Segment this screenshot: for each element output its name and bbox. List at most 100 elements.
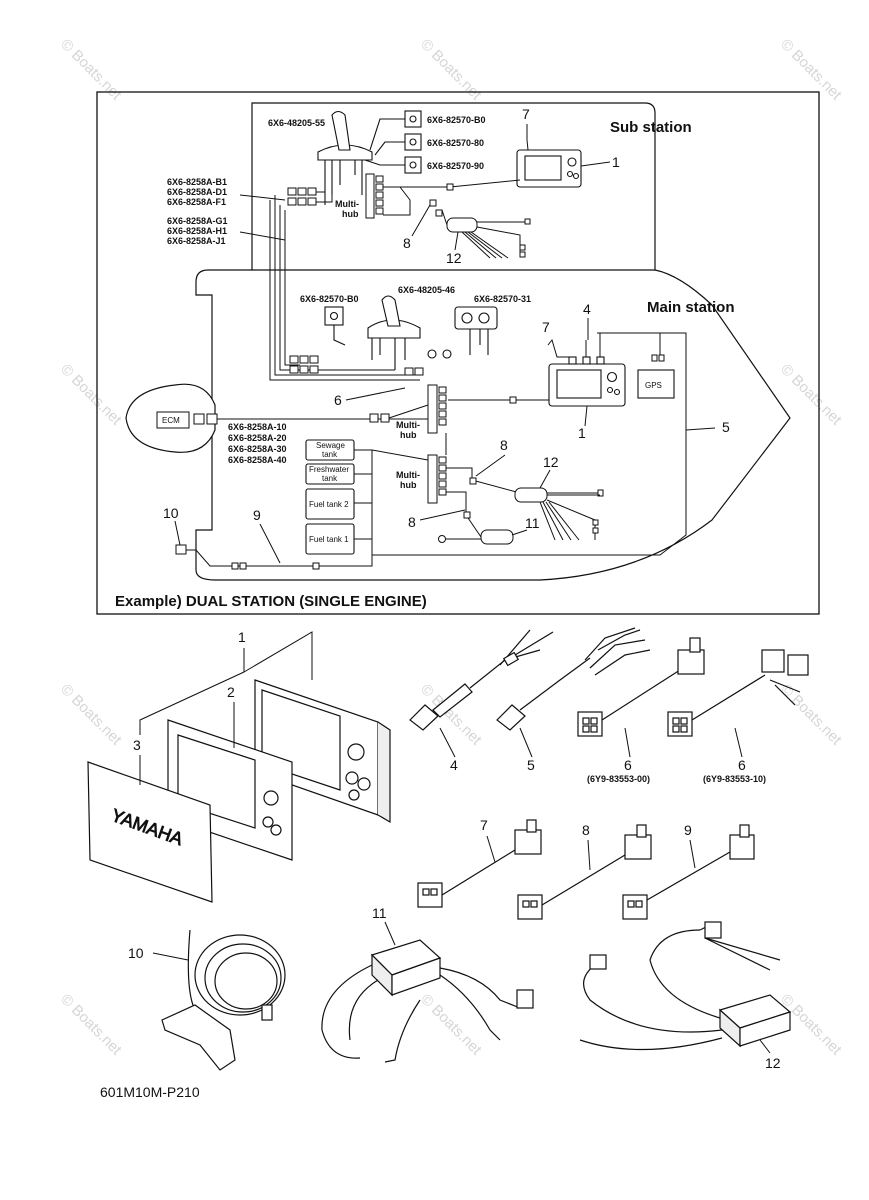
watermark: © Boats.net: [57, 991, 125, 1059]
callout-8: 8: [403, 235, 411, 251]
callout-5: 5: [527, 757, 535, 773]
tank-wires: [354, 449, 429, 555]
part-label: 6X6-8258A-D1: [167, 187, 227, 197]
main-multihub-1: [427, 384, 447, 434]
part-label: 6X6-8258A-20: [228, 433, 287, 443]
main-display: [548, 356, 626, 407]
callout-3: 3: [133, 737, 141, 753]
watermark: © Boats.net: [777, 361, 845, 429]
watermark: © Boats.net: [57, 361, 125, 429]
cable-6b: [667, 649, 809, 737]
callout-1: 1: [238, 629, 246, 645]
part-label: 6X6-8258A-G1: [167, 216, 228, 226]
callout-2: 2: [227, 684, 235, 700]
fuel-meter-cable: [175, 544, 373, 570]
sub-display: [516, 149, 582, 188]
callout-5: 5: [722, 419, 730, 435]
callout-1: 1: [578, 425, 586, 441]
callout-1: 1: [612, 154, 620, 170]
part-label: 6X6-82570-31: [474, 294, 531, 304]
multihub-label: Multi-: [396, 470, 420, 480]
part-label: 6X6-8258A-30: [228, 444, 287, 454]
part-label: 6X6-8258A-F1: [167, 197, 226, 207]
main-harness-connectors: [289, 355, 424, 376]
fuel-meter: [161, 929, 286, 1071]
trunk-lines: [269, 195, 420, 381]
callout-8: 8: [408, 514, 416, 530]
main-multihub-2: [427, 454, 447, 504]
ecm-label: ECM: [162, 416, 180, 425]
main-remote-lever: [367, 295, 421, 370]
callout-12: 12: [765, 1055, 781, 1071]
callout-7: 7: [522, 106, 530, 122]
multihub-label: hub: [400, 480, 417, 490]
watermark: © Boats.net: [417, 36, 485, 104]
sun-cover: [87, 761, 213, 903]
part-label: 6X6-8258A-10: [228, 422, 287, 432]
sub-gateway: [441, 209, 531, 259]
tank-label: Sewage: [316, 441, 345, 450]
multihub-label: Multi-: [396, 420, 420, 430]
watermark: © Boats.net: [777, 681, 845, 749]
cable-4: [409, 629, 554, 731]
main-station-label: Main station: [647, 299, 735, 316]
tank-label: Freshwater: [309, 465, 349, 474]
tank-label: tank: [322, 450, 338, 459]
cable-7: [417, 819, 542, 908]
example-frame: [96, 91, 820, 615]
main-key-switch: [427, 306, 498, 359]
part-label: 6X6-8258A-J1: [167, 236, 226, 246]
part-label: 6X6-48205-55: [268, 118, 325, 128]
callout-10: 10: [128, 945, 144, 961]
part6-b-label: (6Y9-83553-10): [703, 774, 766, 784]
part-label: 6X6-8258A-B1: [167, 177, 227, 187]
cable-6a: [577, 637, 705, 737]
callout-7: 7: [542, 319, 550, 335]
watermark: © Boats.net: [417, 991, 485, 1059]
sub-harness-connectors: [287, 187, 333, 206]
part-label: 6X6-82570-B0: [300, 294, 359, 304]
multihub-label: hub: [400, 430, 417, 440]
multihub-label: hub: [342, 209, 359, 219]
gateway-12: [579, 921, 792, 1051]
watermark: © Boats.net: [777, 36, 845, 104]
callout-9: 9: [253, 507, 261, 523]
example-title: Example) DUAL STATION (SINGLE ENGINE): [115, 593, 427, 610]
main-backbone: [372, 332, 716, 556]
callout-12: 12: [543, 454, 559, 470]
callout-8: 8: [582, 822, 590, 838]
callout-11: 11: [372, 905, 387, 921]
tank-label: Fuel tank 1: [309, 535, 349, 544]
part-label: 6X6-82570-B0: [427, 115, 486, 125]
fuel-gateway: [438, 491, 514, 545]
part6-a-label: (6Y9-83553-00): [587, 774, 650, 784]
cable-9: [622, 824, 755, 920]
main-switch: [324, 306, 346, 346]
callout-12: 12: [446, 250, 462, 266]
part-label: 6X6-8258A-H1: [167, 226, 227, 236]
part-label: 6X6-8258A-40: [228, 455, 287, 465]
drawing-code: 601M10M-P210: [100, 1084, 200, 1100]
part-label: 6X6-82570-90: [427, 161, 484, 171]
cable-5: [496, 627, 651, 731]
callout-10: 10: [163, 505, 179, 521]
callout-6: 6: [624, 757, 632, 773]
sub-multihub: [365, 173, 384, 219]
gateway-11: [321, 939, 534, 1063]
callout-7: 7: [480, 817, 488, 833]
callout-9: 9: [684, 822, 692, 838]
part-label: 6X6-82570-80: [427, 138, 484, 148]
sub-remote-lever: [317, 110, 373, 205]
watermark: © Boats.net: [57, 36, 125, 104]
multihub-label: Multi-: [335, 199, 359, 209]
sub-station-label: Sub station: [610, 119, 692, 136]
part-label: 6X6-48205-46: [398, 285, 455, 295]
tank-label: Fuel tank 2: [309, 500, 349, 509]
gps-unit: [637, 369, 675, 399]
tank-label: tank: [322, 474, 338, 483]
callout-4: 4: [450, 757, 458, 773]
callout-4: 4: [583, 301, 591, 317]
callout-11: 11: [525, 515, 540, 531]
sub-station-outline: [251, 102, 656, 271]
main-gateway: [514, 487, 600, 541]
